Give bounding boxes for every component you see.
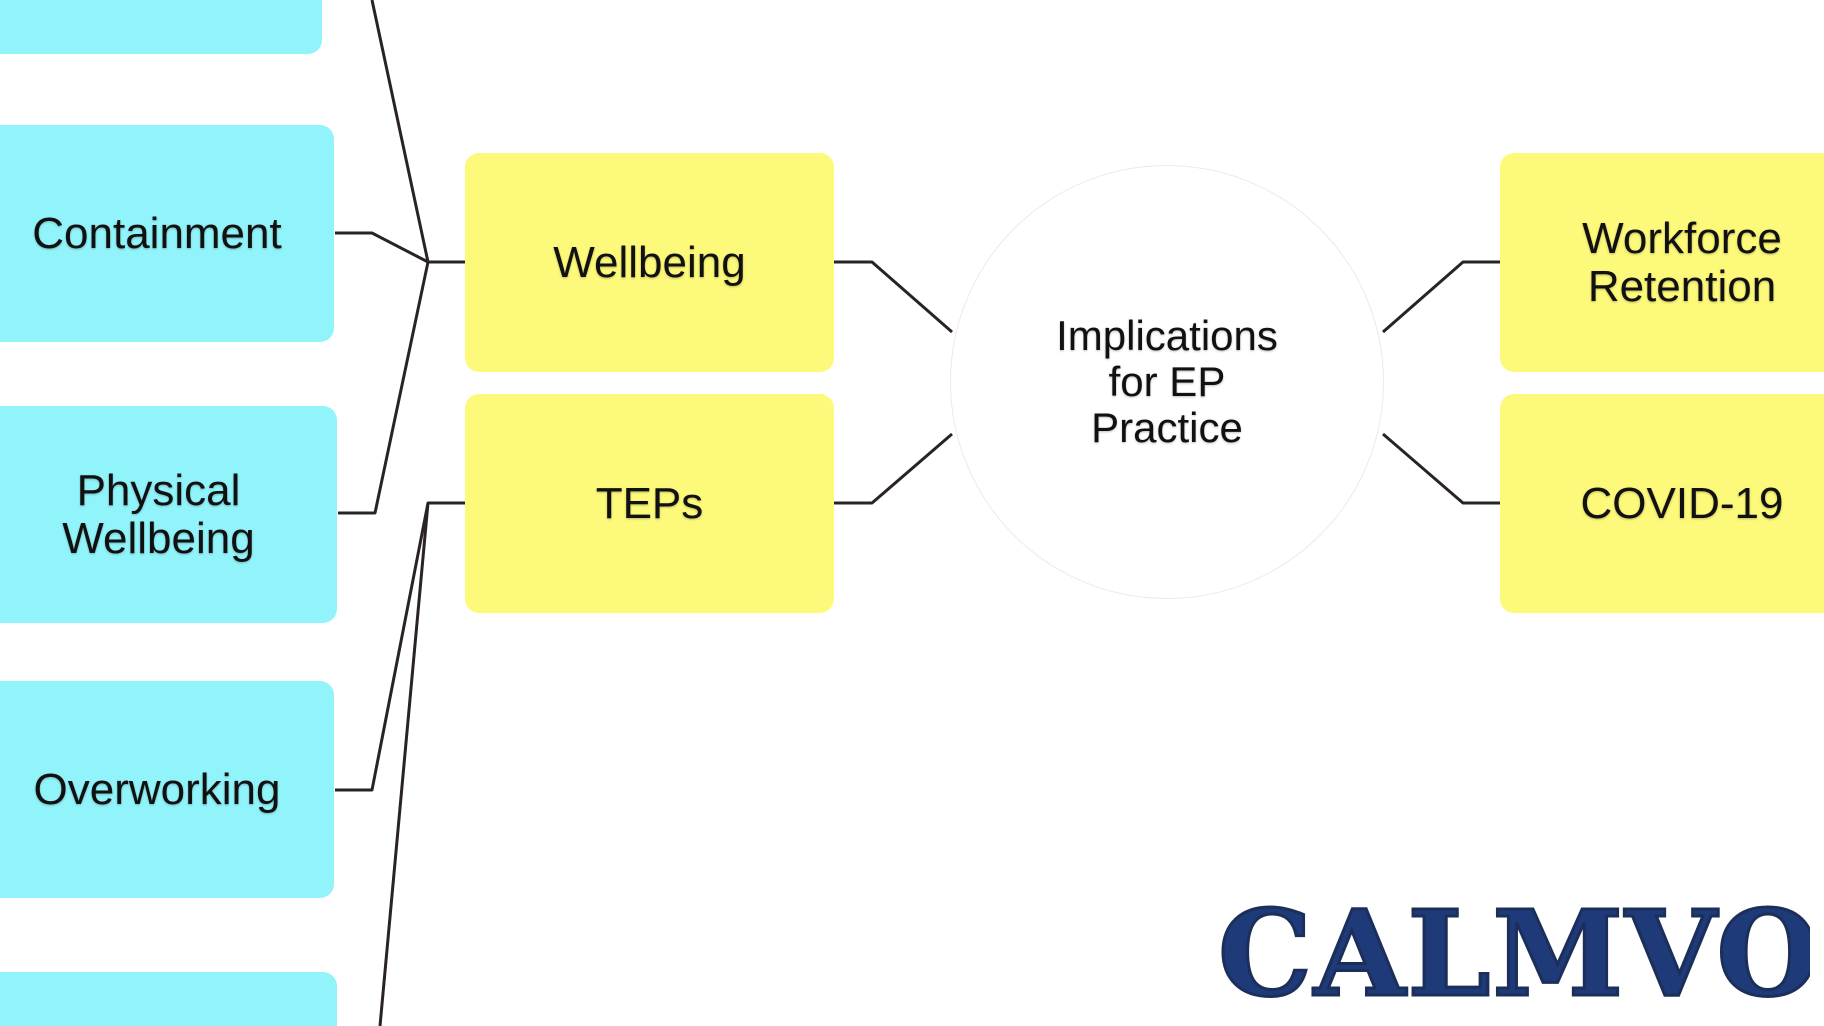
blue-node-bottom-partial (0, 972, 337, 1026)
connector-overworking-to-teps (335, 501, 465, 792)
node-workforce-retention: Workforce Retention (1500, 153, 1824, 372)
node-overworking-label: Overworking (33, 764, 281, 814)
connector-bottom-to-teps (378, 502, 430, 1026)
connector-top-to-wellbeing (370, 0, 465, 264)
node-teps-label: TEPs (595, 478, 704, 528)
connector-teps-to-center (834, 432, 953, 505)
connector-containment-to-wellbeing (335, 231, 429, 264)
connector-center-to-workforce (1382, 260, 1500, 334)
node-wellbeing-label: Wellbeing (553, 237, 746, 287)
node-covid-19-label: COVID-19 (1580, 478, 1784, 528)
connector-center-to-covid (1382, 432, 1500, 505)
node-wellbeing: Wellbeing (465, 153, 834, 372)
watermark-logo: CALMVOX (1218, 895, 1810, 1013)
blue-node-top-partial (0, 0, 322, 54)
connector-physical-to-wellbeing (338, 261, 430, 515)
node-teps: TEPs (465, 394, 834, 613)
node-overworking: Overworking (0, 681, 334, 898)
connector-wellbeing-to-center (834, 260, 953, 334)
node-workforce-retention-label: Workforce Retention (1582, 213, 1782, 311)
node-covid-19: COVID-19 (1500, 394, 1824, 613)
node-containment-label: Containment (32, 208, 282, 258)
node-physical-wellbeing: Physical Wellbeing (0, 406, 337, 623)
node-center-label: Implications for EP Practice (1056, 311, 1278, 452)
node-physical-wellbeing-label: Physical Wellbeing (62, 465, 255, 563)
node-center-implications: Implications for EP Practice (950, 165, 1384, 599)
node-containment: Containment (0, 125, 334, 342)
